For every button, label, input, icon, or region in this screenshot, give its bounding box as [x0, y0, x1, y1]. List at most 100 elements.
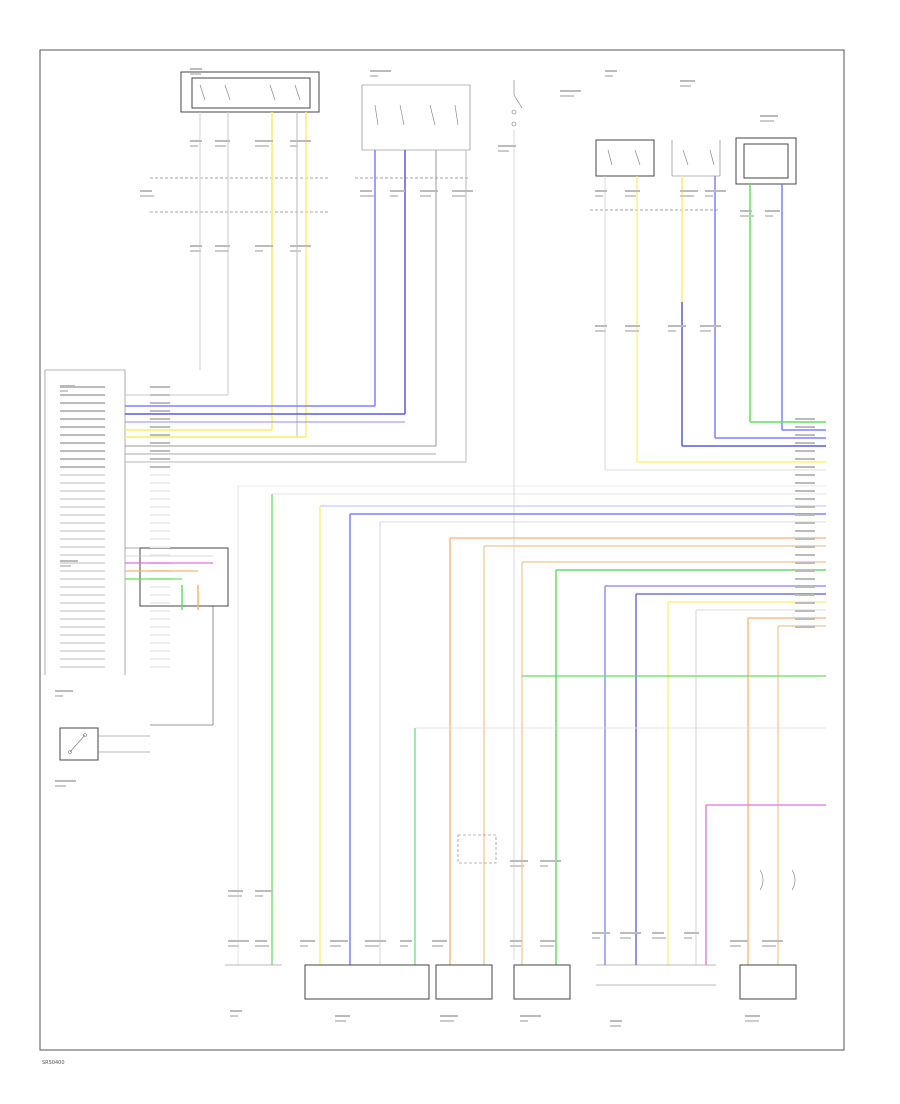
illegible-label-mark: [605, 70, 617, 72]
illegible-label-mark: [765, 215, 773, 217]
illegible-label-mark: [255, 940, 267, 942]
pin-label-mark: [60, 618, 105, 620]
pin-label-mark: [60, 418, 105, 420]
illegible-label-mark: [190, 68, 202, 70]
pin-label-mark: [60, 434, 105, 436]
illegible-label-mark: [432, 940, 447, 942]
illegible-label-mark: [55, 780, 76, 782]
pin-label-mark: [795, 610, 815, 612]
pin-label-mark: [150, 642, 170, 644]
illegible-label-mark: [440, 1015, 458, 1017]
illegible-label-mark: [680, 190, 698, 192]
illegible-label-mark: [745, 1020, 759, 1022]
illegible-label-mark: [652, 937, 666, 939]
inline-connector-2: [759, 869, 796, 891]
illegible-label-mark: [215, 245, 230, 247]
illegible-label-mark: [255, 945, 269, 947]
illegible-label-mark: [610, 1025, 621, 1027]
pin-label-mark: [150, 554, 170, 556]
pin-label-mark: [60, 394, 105, 396]
illegible-label-mark: [330, 945, 341, 947]
illegible-label-mark: [520, 1020, 528, 1022]
illegible-label-mark: [420, 195, 431, 197]
pin-label-mark: [795, 458, 815, 460]
pin-label-mark: [795, 442, 815, 444]
illegible-label-mark: [335, 1020, 346, 1022]
illegible-label-mark: [730, 940, 748, 942]
pin-label-mark: [60, 594, 105, 596]
illegible-label-mark: [370, 75, 378, 77]
pin-label-mark: [60, 450, 105, 452]
pin-label-mark: [60, 602, 105, 604]
illegible-label-mark: [215, 250, 229, 252]
illegible-label-mark: [335, 1015, 350, 1017]
illegible-label-mark: [290, 140, 311, 142]
illegible-label-mark: [390, 190, 405, 192]
illegible-label-mark: [540, 940, 555, 942]
pin-label-mark: [150, 506, 170, 508]
illegible-label-mark: [370, 70, 391, 72]
pin-label-mark: [60, 538, 105, 540]
illegible-label-mark: [60, 565, 71, 567]
bottom-module-left-center: [304, 964, 430, 1000]
illegible-label-mark: [762, 945, 776, 947]
pin-label-mark: [60, 522, 105, 524]
figure-id: SRS0400: [42, 1060, 65, 1066]
pin-label-mark: [150, 666, 170, 668]
pin-label-mark: [795, 602, 815, 604]
illegible-label-mark: [365, 940, 386, 942]
illegible-label-mark: [595, 330, 606, 332]
illegible-label-mark: [190, 73, 201, 75]
pin-label-mark: [60, 554, 105, 556]
pin-label-mark: [795, 426, 815, 428]
illegible-label-mark: [668, 325, 686, 327]
illegible-label-mark: [290, 250, 301, 252]
illegible-label-mark: [625, 330, 639, 332]
component-top-left: [180, 71, 320, 113]
pin-label-mark: [150, 546, 170, 548]
illegible-label-mark: [360, 195, 374, 197]
illegible-label-mark: [228, 945, 239, 947]
pin-label-mark: [150, 618, 170, 620]
pin-label-mark: [60, 506, 105, 508]
illegible-label-mark: [740, 215, 754, 217]
pin-label-mark: [60, 546, 105, 548]
illegible-label-mark: [668, 330, 676, 332]
pin-label-mark: [150, 458, 170, 460]
bottom-module-right: [739, 964, 797, 1000]
pin-label-mark: [60, 530, 105, 532]
pin-label-mark: [60, 498, 105, 500]
illegible-label-mark: [745, 1015, 760, 1017]
component-top-right-2: [671, 140, 721, 177]
pin-label-mark: [795, 466, 815, 468]
illegible-label-mark: [190, 245, 202, 247]
illegible-label-mark: [680, 85, 691, 87]
illegible-label-mark: [680, 195, 694, 197]
illegible-label-mark: [520, 1015, 541, 1017]
illegible-label-mark: [228, 895, 242, 897]
illegible-label-mark: [510, 940, 522, 942]
illegible-label-mark: [390, 195, 398, 197]
illegible-label-mark: [595, 195, 603, 197]
pin-label-mark: [150, 426, 170, 428]
illegible-label-mark: [452, 195, 466, 197]
pin-label-mark: [60, 466, 105, 468]
illegible-label-mark: [700, 325, 721, 327]
component-top-center: [361, 84, 471, 151]
illegible-label-mark: [760, 120, 774, 122]
pin-label-mark: [60, 514, 105, 516]
illegible-label-mark: [255, 245, 273, 247]
pin-label-mark: [60, 586, 105, 588]
pin-label-mark: [60, 634, 105, 636]
illegible-label-mark: [300, 940, 315, 942]
pin-label-mark: [795, 506, 815, 508]
pin-label-mark: [60, 666, 105, 668]
pin-label-mark: [150, 626, 170, 628]
pin-label-mark: [795, 562, 815, 564]
illegible-label-mark: [605, 75, 613, 77]
illegible-label-mark: [620, 937, 631, 939]
pin-label-mark: [150, 402, 170, 404]
pin-label-mark: [150, 498, 170, 500]
pin-label-mark: [60, 626, 105, 628]
